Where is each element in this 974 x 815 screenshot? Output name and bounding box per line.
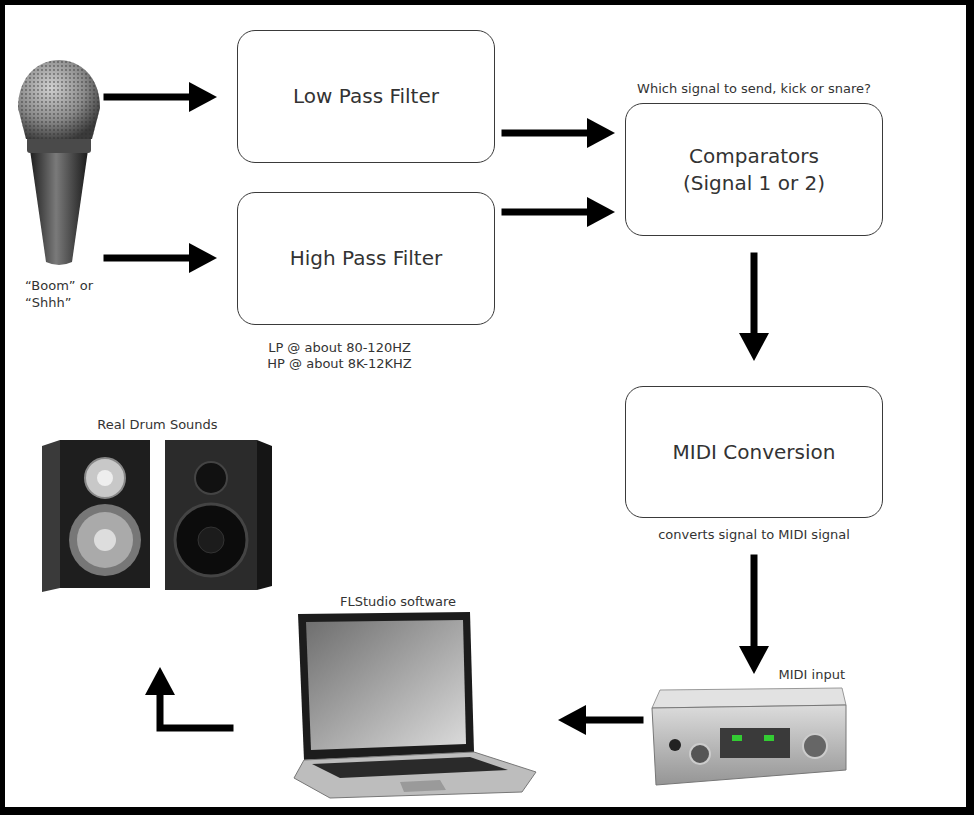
laptop-base [294,752,536,798]
arrowhead [558,705,586,735]
laptop-touchpad [400,780,446,792]
arrow-shaft [580,717,640,724]
arrow-shaft [107,94,195,101]
arrow-connector [739,256,769,361]
arrowhead [587,118,615,148]
box-title: MIDI Conversion [673,439,836,466]
mic-grille [18,60,100,139]
mic-mesh [18,60,100,139]
arrow-shaft [505,130,593,137]
mic-ring [27,137,91,153]
arrow-shaft [505,209,593,216]
laptop-keyboard [312,757,508,778]
woofer [175,504,247,576]
woofer-cap [94,529,116,551]
midi-interface-illustration [652,688,846,785]
device-knob [803,734,827,758]
process-box: High Pass Filter [237,192,495,325]
microphone-illustration [18,60,100,265]
laptop-lid [298,612,474,760]
speaker-front [165,440,257,590]
speaker-front [60,440,150,588]
process-box: MIDI Conversionconverts signal to MIDI s… [625,386,883,518]
device-jack [669,739,681,751]
filter-frequency-note: LP @ about 80-120HZ HP @ about 8K-12KHZ [262,340,417,371]
arrow-connector [558,705,640,735]
woofer-cone [77,512,133,568]
arrowhead [739,333,769,361]
mic-handle [30,150,88,265]
speakers-illustration [42,440,272,592]
device-front [652,705,846,785]
arrow-connector [505,118,615,148]
arrowhead [189,82,217,112]
box-title: Comparators (Signal 1 or 2) [669,143,839,197]
box-title: Low Pass Filter [293,83,439,110]
microphone-node: “Boom” or “Shhh” [15,50,105,315]
device-led [732,735,742,741]
process-box: Low Pass Filter [237,30,495,163]
arrow-connector [505,197,615,227]
arrow-shaft [107,255,195,262]
device-panel [720,728,790,758]
arrowhead [739,646,769,674]
box-title: High Pass Filter [290,245,442,272]
tweeter [195,462,227,494]
laptop-node: FLStudio software [290,612,538,800]
box-caption: converts signal to MIDI signal [658,527,850,544]
frame-shadow [0,807,974,815]
arrowhead [189,243,217,273]
laptop-caption: FLStudio software [340,594,456,611]
speakers-node: Real Drum Sounds [40,440,275,592]
device-caption: MIDI input [779,667,845,684]
process-box: Which signal to send, kick or snare?Comp… [625,103,883,236]
speaker-side [42,440,60,592]
mic-caption: “Boom” or “Shhh” [25,278,110,312]
frame-shadow [966,0,974,815]
arrow-connector [107,82,217,112]
device-knob [690,744,710,764]
arrow-connector [739,558,769,674]
tweeter [85,458,125,498]
speakers-caption: Real Drum Sounds [97,417,217,434]
box-heading: Which signal to send, kick or snare? [637,81,871,98]
laptop-screen [306,620,466,750]
arrow-shaft [751,558,758,652]
arrowhead [587,197,615,227]
arrow-shaft [751,256,758,339]
woofer [69,504,141,576]
arrow-connector [145,667,230,728]
speaker-side [257,440,272,590]
arrowhead [145,667,175,695]
arrow-connector [107,243,217,273]
tweeter-dome [97,470,113,486]
laptop-illustration [294,612,536,798]
woofer-cap [198,527,224,553]
device-led [764,735,774,741]
midi-interface-node: MIDI input [645,688,850,788]
